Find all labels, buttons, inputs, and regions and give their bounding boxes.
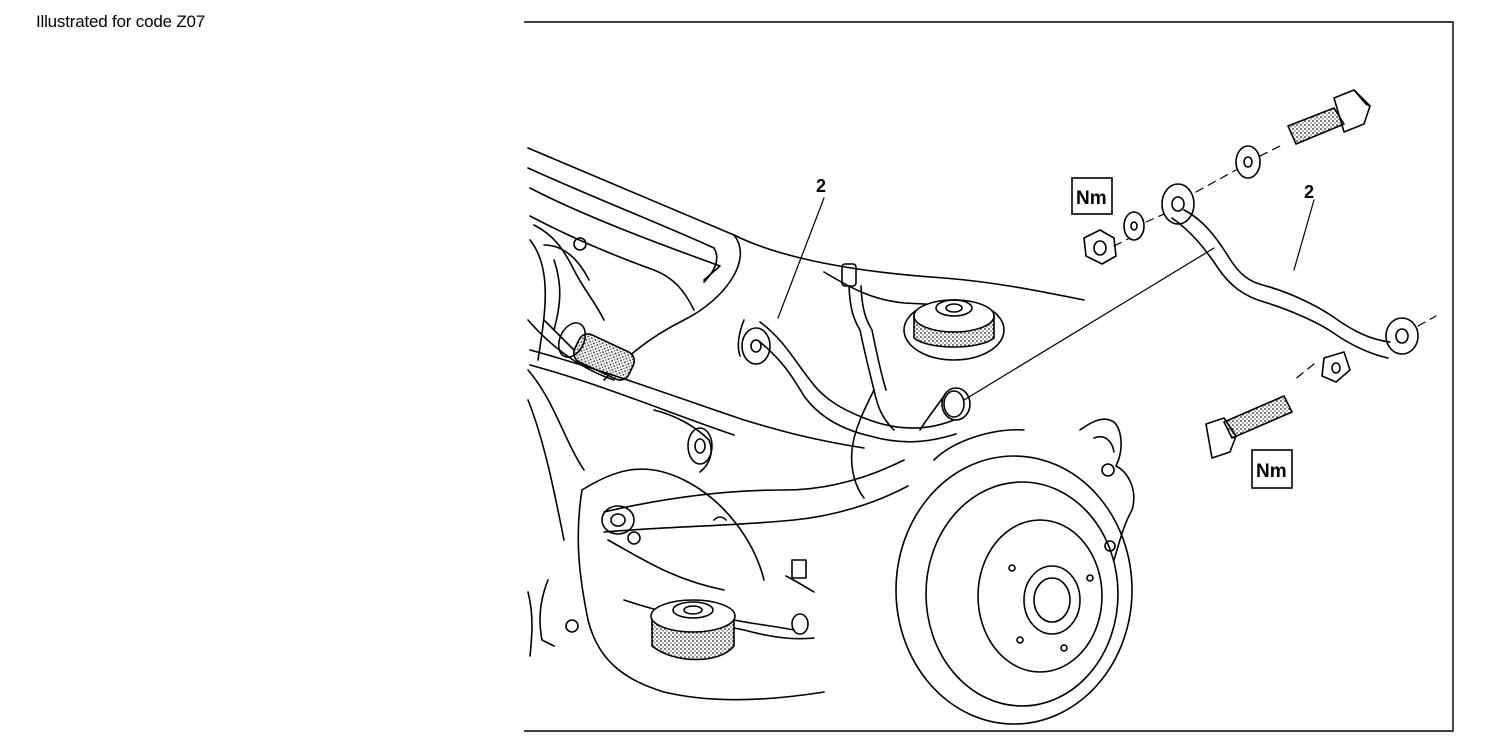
frame-border xyxy=(524,21,1454,732)
exploded-nut xyxy=(1083,229,1117,265)
rear-mount-boss xyxy=(919,387,971,431)
left-bushing xyxy=(543,319,636,381)
installed-control-arm xyxy=(737,319,965,443)
callout-2-installed: 2 xyxy=(816,176,826,196)
stabilizer-rod xyxy=(529,349,865,473)
torque-symbol-bolt: Nm xyxy=(1251,449,1293,489)
upper-strut-mount xyxy=(903,299,1005,361)
sensor-cable xyxy=(841,263,895,499)
lower-spring-pad xyxy=(650,599,736,661)
brake-disc xyxy=(895,428,1133,725)
callout-2-exploded: 2 xyxy=(1304,182,1314,202)
exploded-bolt-lower xyxy=(1205,395,1293,459)
callout-leaders xyxy=(777,197,1315,319)
torque-label-bolt: Nm xyxy=(1256,461,1287,482)
trailing-arm-plate xyxy=(527,468,825,701)
leader-line xyxy=(963,247,1215,401)
link-rod xyxy=(733,559,815,635)
exploded-control-arm xyxy=(1161,183,1419,359)
torque-symbol-nut: Nm xyxy=(1071,177,1113,215)
exploded-bolt-upper xyxy=(1287,89,1371,145)
diagram-caption: Illustrated for code Z07 xyxy=(36,12,206,31)
diagram-frame: 2 2 Nm Nm xyxy=(524,20,1454,732)
lower-control-arm xyxy=(601,459,909,591)
assembly-axis-lines xyxy=(1113,143,1437,381)
left-mount-bracket xyxy=(533,224,605,331)
exploded-washers xyxy=(1123,145,1351,383)
subframe-crossmember xyxy=(527,147,1085,541)
brake-caliper xyxy=(1079,418,1135,561)
torque-label-nut: Nm xyxy=(1076,188,1107,209)
